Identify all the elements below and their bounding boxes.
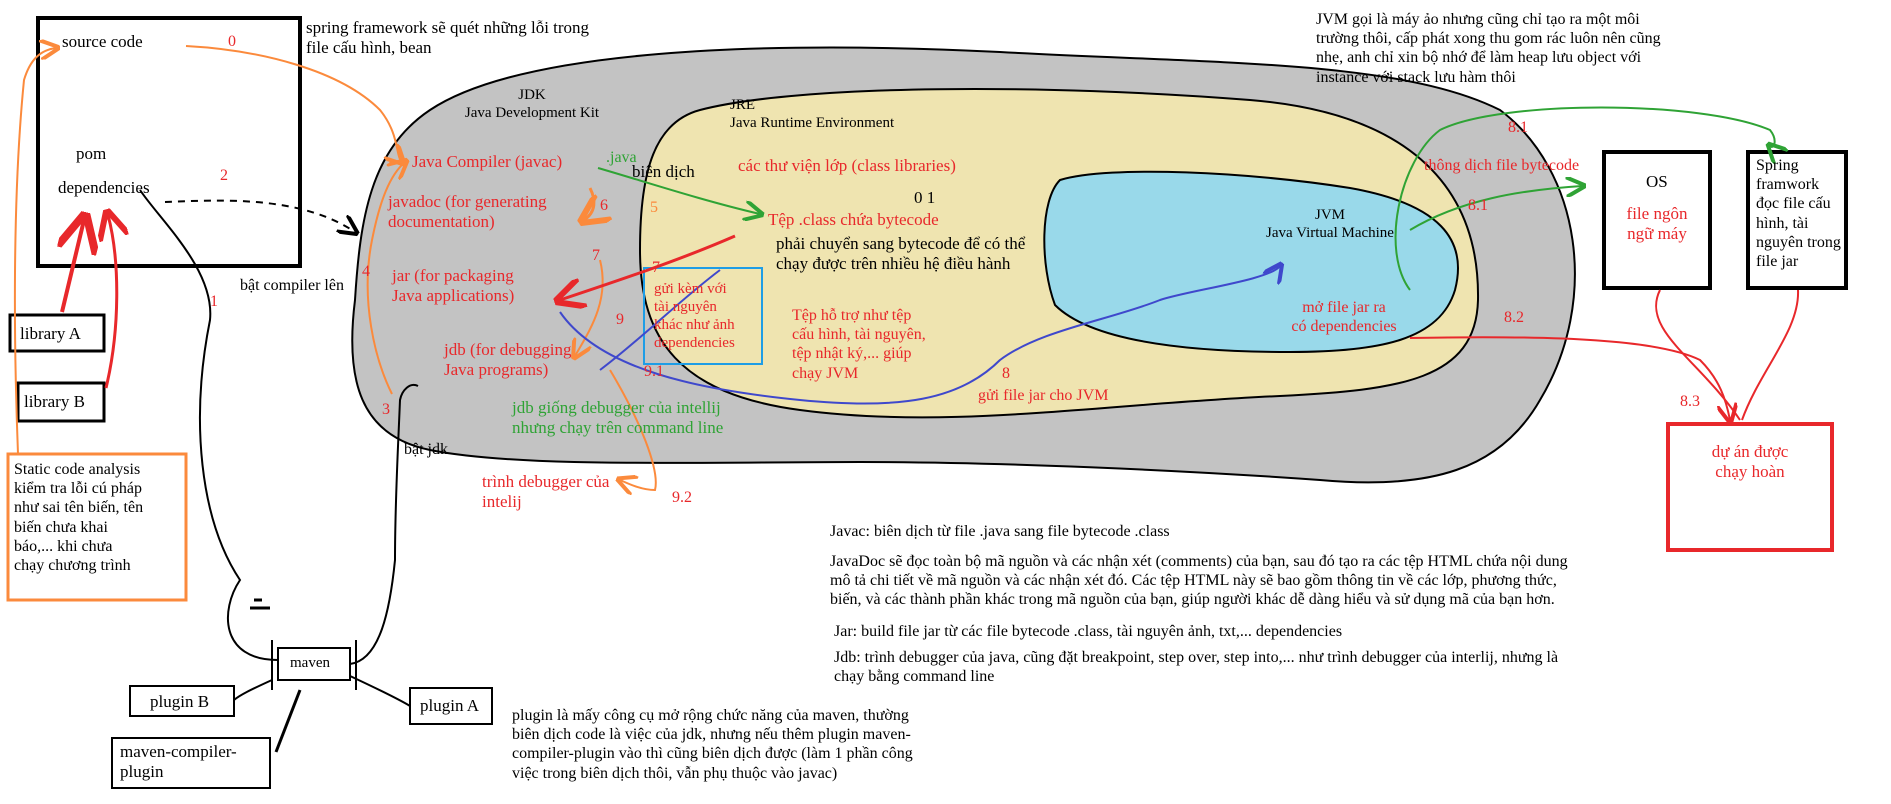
step-8-1a-label: 8.1	[1508, 119, 1528, 136]
step-8-1b-label: 8.1	[1468, 197, 1488, 214]
binary-label: 0 1	[914, 188, 936, 207]
jar-description: Jar: build file jar từ các file bytecode…	[834, 623, 1343, 640]
project-runs-label: dự án được chạy hoàn	[1711, 442, 1789, 482]
jdb-description: Jdb: trình debugger của java, cũng đặt b…	[834, 649, 1559, 686]
os-title: OS	[1646, 172, 1668, 191]
step-1-label: 1	[210, 293, 218, 310]
step-7a-label: 7	[592, 247, 600, 264]
step-9-1-label: 9.1	[644, 363, 664, 380]
library-a-label: library A	[20, 324, 81, 343]
jvm-title: JVM Java Virtual Machine	[1266, 207, 1394, 241]
library-a-box	[8, 313, 106, 353]
bat-compiler-label: bật compiler lên	[240, 277, 344, 294]
step-3-label: 3	[382, 401, 390, 418]
javac-description: Javac: biên dịch từ file .java sang file…	[830, 523, 1170, 540]
static-analysis-box	[6, 452, 188, 602]
class-libraries-label: các thư viện lớp (class libraries)	[738, 156, 956, 175]
javadoc-label: javadoc (for generating documentation)	[388, 192, 547, 232]
step-9-2-label: 9.2	[672, 489, 692, 506]
bytecode-note: phải chuyển sang bytecode để có thể chạy…	[776, 234, 1026, 274]
dot-java-label: .java	[606, 149, 637, 166]
step-7b-label: 7	[652, 259, 660, 276]
jdk-title: JDK Java Development Kit	[464, 87, 600, 121]
spring-box	[1746, 150, 1848, 290]
maven-compiler-plugin-label: maven-compiler- plugin	[120, 742, 237, 782]
jar-tool-label: jar (for packaging Java applications)	[392, 266, 515, 306]
step-8-3-label: 8.3	[1680, 393, 1700, 410]
library-b-box	[16, 381, 106, 423]
interpret-bytecode-label: thông dịch file bytecode	[1424, 157, 1580, 174]
javadoc-description: JavaDoc sẽ đọc toàn bộ mã nguồn và các n…	[830, 553, 1568, 609]
step-0-label: 0	[228, 33, 236, 50]
spring-scan-note: spring framework sẽ quét những lỗi trong…	[306, 18, 590, 58]
project-box	[1666, 422, 1834, 552]
maven-label: maven	[290, 655, 330, 671]
jvm-region	[1043, 170, 1459, 354]
step-2-label: 2	[220, 167, 228, 184]
maven-compiler-plugin-box	[111, 737, 271, 789]
pom-label: pom	[76, 144, 107, 163]
os-box	[1602, 150, 1712, 290]
plugin-b-box	[129, 685, 235, 717]
source-box	[36, 16, 302, 268]
jvm-note: JVM gọi là máy ảo nhưng cũng chỉ tạo ra …	[1316, 11, 1661, 86]
attach-resources-note: gửi kèm với tài nguyên khác như ảnh depe…	[654, 281, 735, 351]
step-8-2-label: 8.2	[1504, 309, 1524, 326]
jdb-tool-label: jdb (for debugging Java programs)	[444, 340, 572, 380]
send-jar-note: gửi file jar cho JVM	[978, 387, 1109, 404]
step-8-label: 8	[1002, 365, 1010, 382]
step-6-label: 6	[600, 197, 608, 214]
spring-reads-note: Spring framwork đọc file cấu hình, tài n…	[1756, 157, 1841, 270]
support-files-note: Tệp hỗ trợ như tệp cấu hình, tài nguyên,…	[792, 307, 926, 382]
class-file-label: Tệp .class chứa bytecode	[768, 210, 939, 229]
jdb-note: jdb giống debugger của intellij nhưng ch…	[512, 398, 724, 438]
intellij-debugger-note: trình debugger của intelij	[482, 472, 610, 512]
jre-title: JRE Java Runtime Environment	[730, 97, 895, 131]
source-code-label: source code	[62, 32, 143, 51]
library-b-label: library B	[24, 392, 85, 411]
static-analysis-note: Static code analysis kiểm tra lỗi cú phá…	[14, 461, 144, 574]
attach-resources-box	[643, 267, 763, 365]
plugin-b-label: plugin B	[150, 692, 210, 711]
plugin-note: plugin là mấy công cụ mở rộng chức năng …	[512, 707, 913, 782]
bat-jdk-label: bật jdk	[404, 441, 448, 458]
bien-dich-label: biên dịch	[632, 162, 695, 181]
step-4-label: 4	[362, 263, 370, 280]
open-jar-note: mở file jar ra có dependencies	[1291, 299, 1397, 336]
step-5-label: 5	[650, 199, 658, 216]
plugin-a-label: plugin A	[420, 696, 480, 715]
machine-code-label: file ngôn ngữ máy	[1626, 204, 1688, 244]
dependencies-label: dependencies	[58, 178, 150, 197]
step-9-label: 9	[616, 311, 624, 328]
java-compiler-label: Java Compiler (javac)	[412, 152, 563, 171]
